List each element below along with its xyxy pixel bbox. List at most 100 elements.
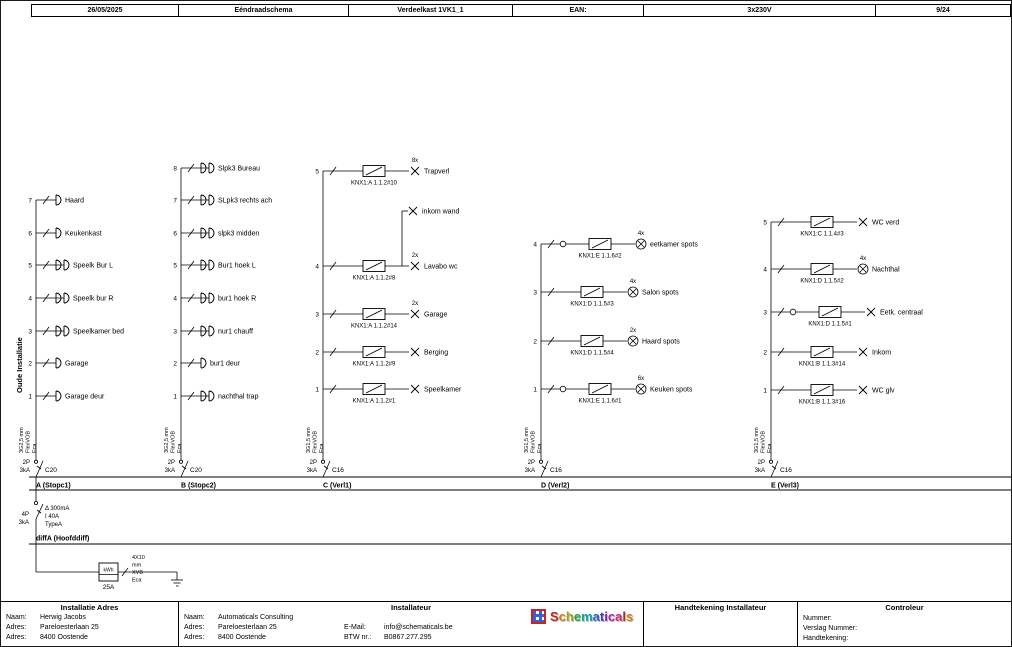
count-label: 2x — [630, 328, 636, 334]
circuit-number: 1 — [533, 387, 537, 394]
spot-icon — [637, 240, 645, 248]
field-label: Naam: — [184, 614, 205, 621]
switch-slash-icon — [547, 287, 555, 297]
socket-icon — [55, 390, 62, 402]
count-label: 2x — [412, 301, 418, 307]
field-value: info@schematicals.be — [384, 624, 453, 631]
circuit-number: 5 — [28, 263, 32, 270]
lamp-icon — [858, 217, 868, 227]
breaker-icon — [34, 500, 39, 505]
breaker-icon — [36, 465, 42, 470]
schematicals-logo: Schematicals — [531, 609, 633, 624]
circuit-number: 4 — [533, 242, 537, 249]
cable-spec-label: 3G2,5 mm — [19, 427, 25, 453]
cable-spec-label: 3G1,5 mm — [306, 427, 312, 453]
socket-icon — [208, 162, 215, 174]
breaker-icon — [180, 460, 189, 478]
switch-slash-icon — [777, 217, 785, 227]
pole-label: 2P — [310, 460, 317, 466]
circuit-number: 8 — [173, 166, 177, 173]
footer-col-title: Installateur — [390, 603, 431, 612]
circuit-number: 1 — [28, 394, 32, 401]
cable-spec-label: Eca — [32, 443, 38, 453]
knx-ref-label: KNX1:B 1.1.3#16 — [799, 400, 846, 406]
lamp-icon — [858, 347, 868, 357]
ka-label: 3kA — [307, 468, 317, 474]
switch-slash-icon — [777, 385, 785, 395]
switch-slash-icon — [42, 391, 50, 401]
circuit-label: Speelkamer — [424, 387, 462, 394]
circuit-label: WC glv — [872, 388, 895, 395]
cable-spec-label: Eca — [177, 443, 183, 453]
cable-spec-label: XVB — [132, 570, 143, 576]
switch-slash-icon — [329, 309, 337, 319]
controleur-rows: Nummer: Verslag Nummer: Handtekening: — [798, 613, 1011, 644]
pole-label: 4P — [22, 512, 29, 518]
field-value: Pareloesterlaan 25 — [40, 624, 99, 631]
socket-icon — [208, 194, 215, 206]
field-label: Handtekening: — [803, 635, 849, 642]
breaker-icon — [771, 465, 777, 470]
schematicals-logo-icon — [531, 609, 546, 624]
knx-actuator-box — [365, 384, 383, 394]
breaker-icon — [323, 465, 329, 470]
switch-slash-icon — [777, 307, 785, 317]
circuit-number: 4 — [173, 296, 177, 303]
rating-label: C16 — [780, 467, 792, 474]
circuit-number: 5 — [315, 169, 319, 176]
socket-icon — [63, 292, 70, 304]
circuit-number: 5 — [173, 263, 177, 270]
circuit-number: 1 — [315, 387, 319, 394]
breaker-icon — [34, 459, 39, 464]
switch-slash-icon — [187, 163, 195, 173]
field-label: Adres: — [6, 624, 27, 631]
socket-icon — [200, 227, 207, 239]
socket-icon — [200, 325, 207, 337]
rating-label: C16 — [332, 467, 344, 474]
spot-icon — [857, 263, 869, 275]
logo-letter: S — [550, 609, 559, 624]
switch-slash-icon — [187, 326, 195, 336]
footer-row: Adres:8400 Oostende — [1, 633, 178, 643]
circuit-number: 3 — [315, 312, 319, 319]
circuit-label: Garage — [65, 361, 88, 368]
footer-handtekening: Handtekening Installateur — [644, 602, 798, 646]
switch-slash-icon — [187, 391, 195, 401]
circuit-label: Speelk Bur L — [73, 263, 113, 270]
circuit-label: WC verd — [872, 220, 899, 227]
field-label: Nummer: — [803, 615, 832, 622]
count-label: 4x — [860, 256, 866, 262]
knx-ref-label: KNX1:E 1.1.6#2 — [578, 254, 622, 260]
sensor-circle-icon — [789, 308, 797, 316]
knx-actuator-box — [583, 287, 601, 297]
circuit-label: nur1 chauff — [218, 329, 253, 336]
circuit-label: Slpk3 Bureau — [218, 166, 260, 173]
circuit-label: Garage deur — [65, 394, 105, 401]
footer-col-title: Installatie Adres — [60, 603, 119, 612]
footer-col-title: Handtekening Installateur — [674, 603, 767, 612]
circuit-label: Keuken spots — [650, 387, 693, 394]
circuit-number: 2 — [763, 350, 767, 357]
field-label: Adres: — [6, 634, 27, 641]
circuit-number: 1 — [763, 388, 767, 395]
circuit-label: Eetk. centraal — [880, 310, 923, 317]
circuit-label: Keukenkast — [65, 231, 102, 238]
field-label: Adres: — [184, 634, 205, 641]
cable-spec-label: Eca — [132, 578, 142, 584]
socket-icon — [200, 259, 207, 271]
circuit-number: 7 — [28, 198, 32, 205]
footer-row: Adres:8400 Oostende — [179, 633, 337, 643]
title-strip: 26/05/2025 Eéndraadschema Verdeelkast 1V… — [31, 4, 1011, 17]
circuit-label: Bur1 hoek L — [218, 263, 256, 270]
circuit-number: 5 — [763, 220, 767, 227]
field-label: BTW nr.: — [344, 634, 372, 641]
circuit-label: inkom wand — [422, 209, 459, 216]
knx-ref-label: KNX1:A 1.1.2#14 — [351, 324, 398, 330]
knx-actuator-box — [813, 217, 831, 227]
circuit-label: Haard — [65, 198, 84, 205]
spot-icon — [859, 265, 867, 273]
ka-label: 3kA — [755, 468, 765, 474]
circuit-label: Lavabo wc — [424, 264, 458, 271]
field-label: Adres: — [184, 624, 205, 631]
footer-row: Naam:Automaticals Consulting — [179, 613, 337, 623]
